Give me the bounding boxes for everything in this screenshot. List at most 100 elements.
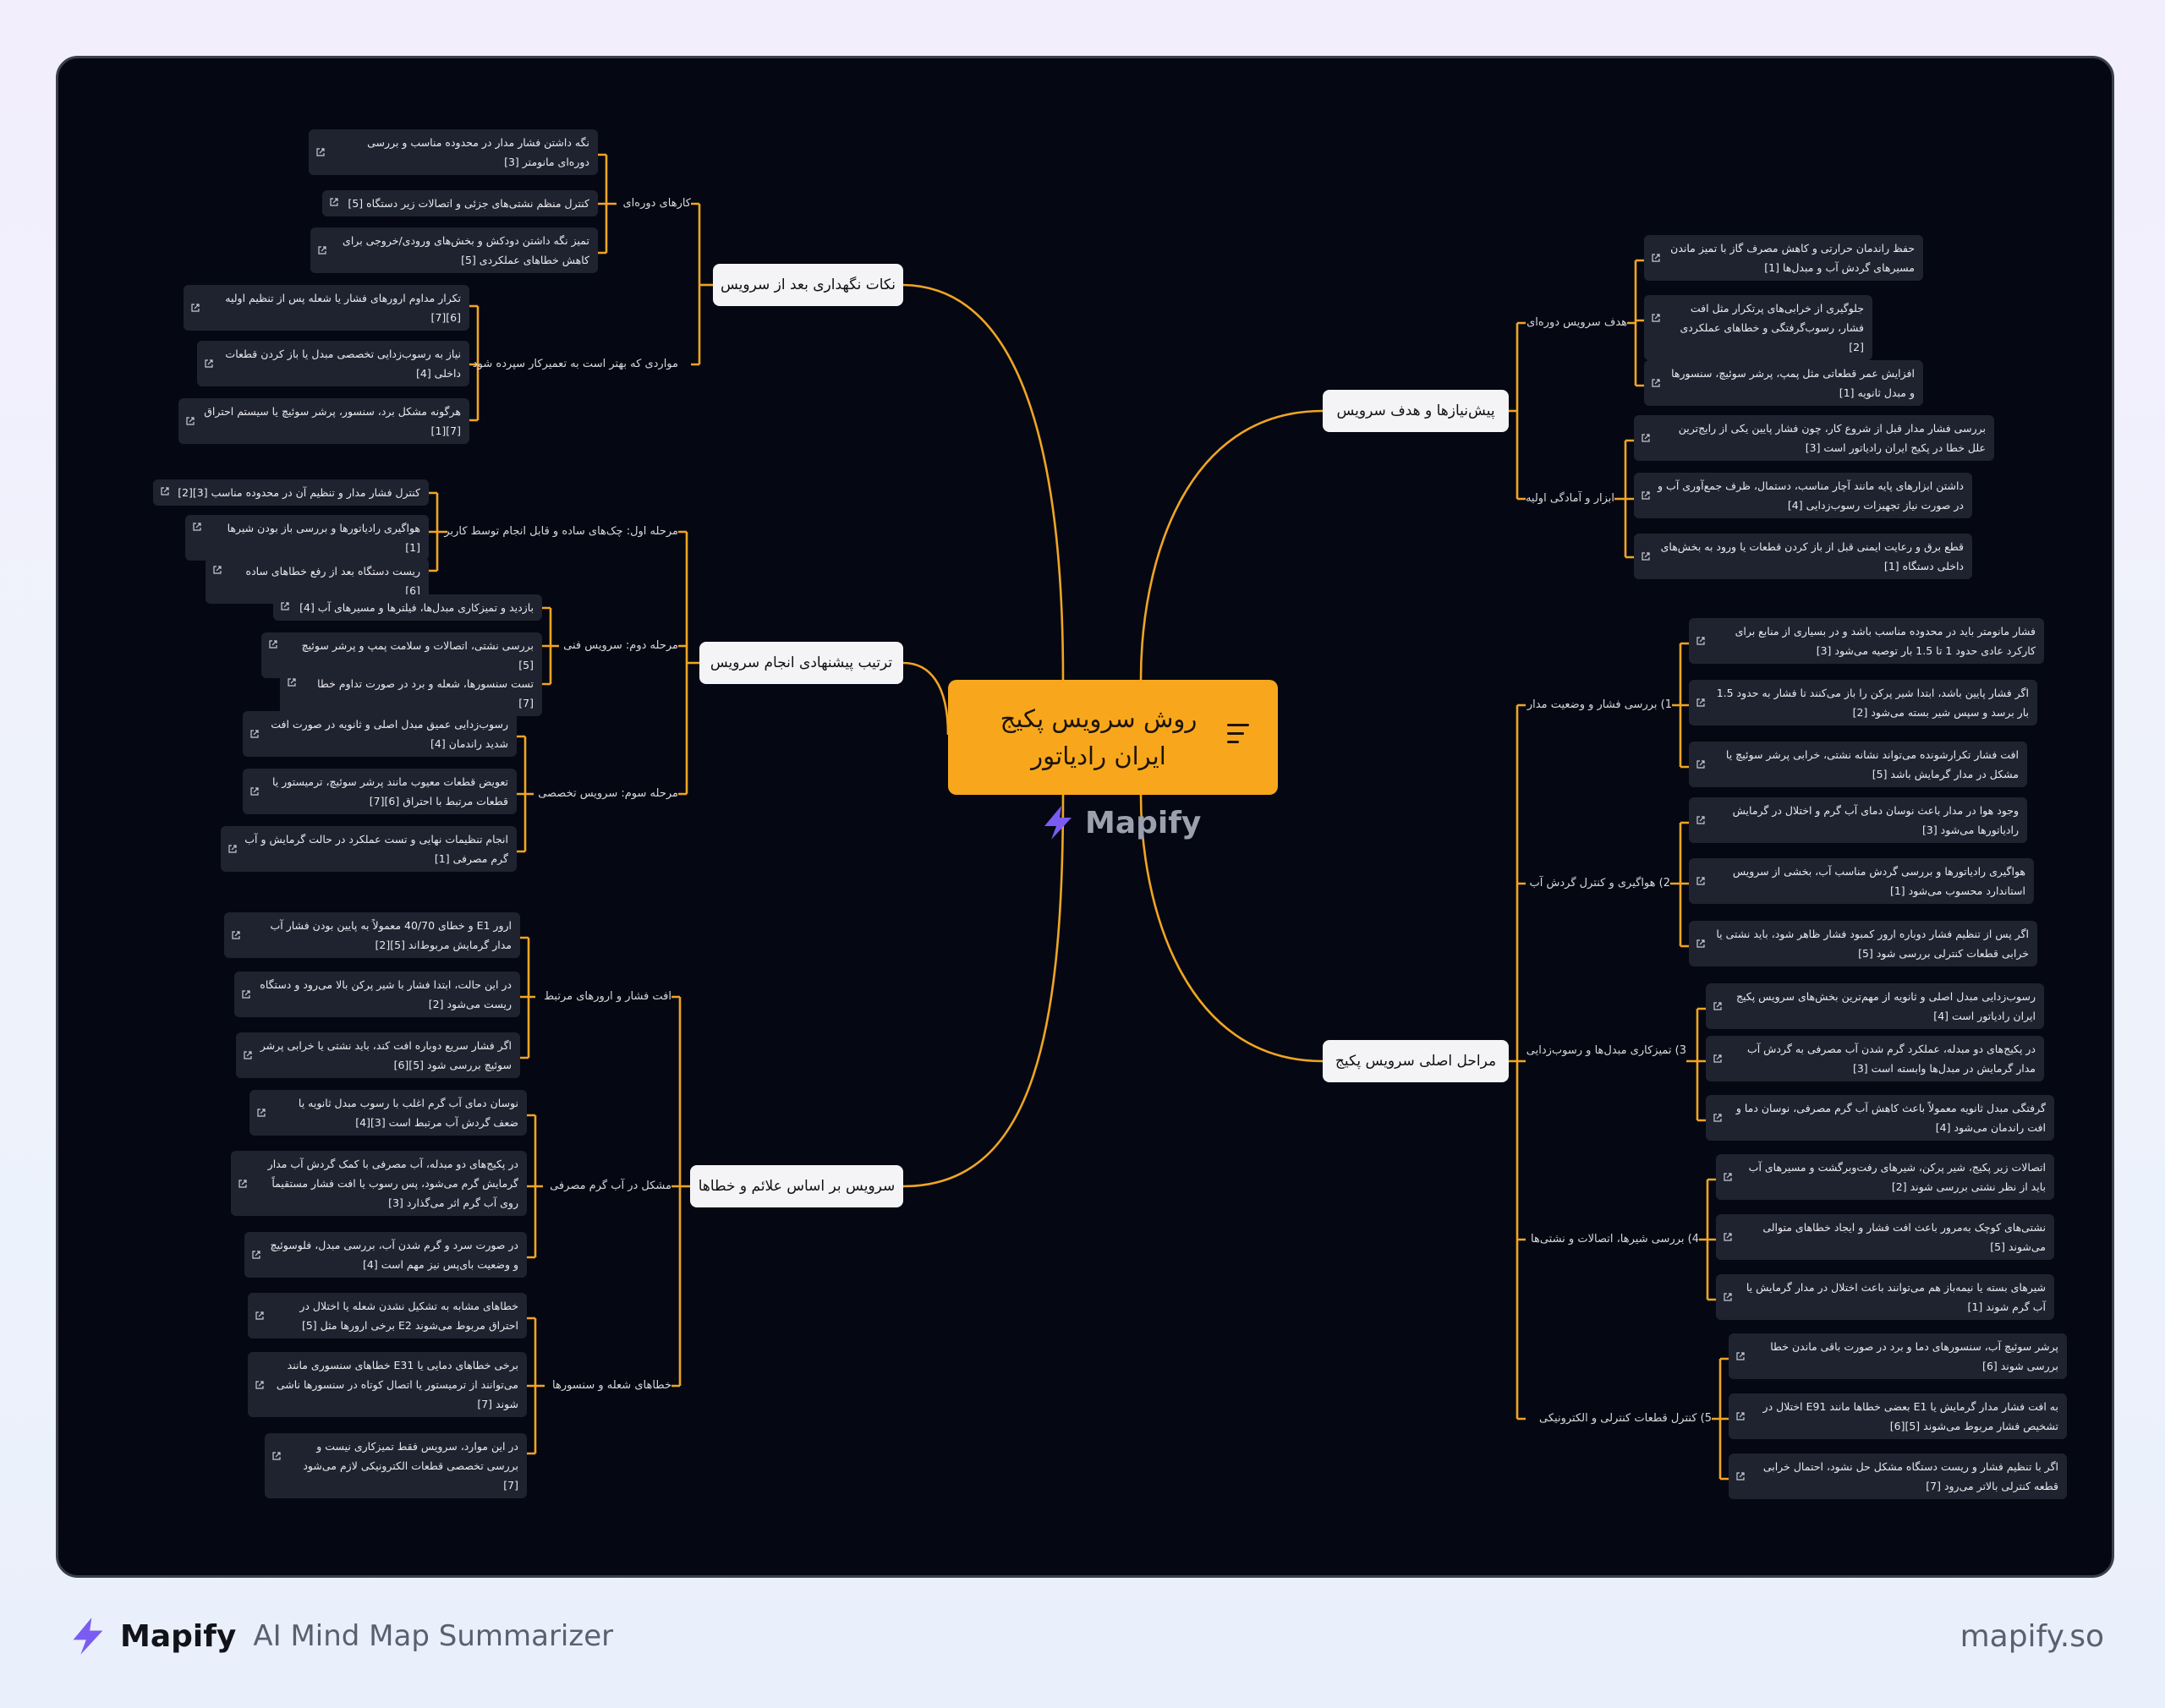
leaf-node[interactable]: برخی خطاهای دمایی یا E31 خطاهای سنسوری م… — [248, 1352, 527, 1417]
leaf-node[interactable]: بررسی فشار مدار قبل از شروع کار، چون فشا… — [1634, 415, 1994, 461]
external-link-icon[interactable] — [1696, 877, 1705, 885]
external-link-icon[interactable] — [250, 730, 259, 738]
leaf-node[interactable]: در صورت سرد و گرم شدن آب، بررسی مبدل، فل… — [244, 1232, 527, 1278]
external-link-icon[interactable] — [1652, 379, 1660, 387]
footer-url-link[interactable]: mapify.so — [1959, 1619, 2104, 1654]
leaf-node[interactable]: رسوب‌زدایی مبدل اصلی و ثانویه از مهم‌تری… — [1706, 983, 2044, 1029]
leaf-node[interactable]: بازدید و تمیزکاری مبدل‌ها، فیلترها و مسی… — [273, 594, 542, 621]
external-link-icon[interactable] — [1736, 1352, 1745, 1360]
external-link-icon[interactable] — [252, 1251, 260, 1259]
leaf-node[interactable]: در پکیج‌های دو مبدله، عملکرد گرم شدن آب … — [1706, 1036, 2044, 1081]
external-link-icon[interactable] — [1642, 552, 1650, 561]
external-link-icon[interactable] — [205, 359, 213, 368]
external-link-icon[interactable] — [193, 523, 201, 531]
branch-main-steps[interactable]: مراحل اصلی سرویس پکیج — [1323, 1040, 1509, 1082]
external-link-icon[interactable] — [318, 246, 326, 255]
leaf-node[interactable]: تکرار مداوم ارورهای فشار یا شعله پس از ت… — [184, 285, 469, 331]
branch-prerequisites[interactable]: پیش‌نیازها و هدف سرویس — [1323, 390, 1509, 432]
external-link-icon[interactable] — [1696, 637, 1705, 645]
external-link-icon[interactable] — [257, 1109, 266, 1117]
leaf-node[interactable]: اگر با تنظیم فشار و ریست دستگاه مشکل حل … — [1729, 1453, 2067, 1499]
external-link-icon[interactable] — [1724, 1173, 1732, 1181]
leaf-node[interactable]: وجود هوا در مدار باعث نوسان دمای آب گرم … — [1689, 797, 2027, 843]
external-link-icon[interactable] — [238, 1180, 247, 1188]
external-link-icon[interactable] — [250, 787, 259, 796]
leaf-node[interactable]: ارور E1 و خطای 40/70 معمولاً به پایین بو… — [224, 912, 520, 958]
external-link-icon[interactable] — [228, 845, 237, 853]
footer-logo[interactable]: Mapify AI Mind Map Summarizer — [68, 1615, 613, 1657]
leaf-node[interactable]: نیاز به رسوب‌زدایی تخصصی مبدل یا باز کرد… — [197, 341, 469, 386]
external-link-icon[interactable] — [1696, 816, 1705, 824]
leaf-node[interactable]: رسوب‌زدایی عمیق مبدل اصلی و ثانویه در صو… — [243, 711, 517, 757]
external-link-icon[interactable] — [161, 487, 169, 495]
topic-step-3[interactable]: مرحله سوم: سرویس تخصصی — [534, 786, 678, 802]
topic-step-descaling[interactable]: 3) تمیزکاری مبدل‌ها و رسوب‌زدایی — [1526, 1043, 1686, 1059]
leaf-node[interactable]: هرگونه مشکل برد، سنسور، پرشر سوئیچ یا سی… — [178, 398, 469, 444]
leaf-node[interactable]: کنترل فشار مدار و تنظیم آن در محدوده منا… — [153, 479, 429, 506]
external-link-icon[interactable] — [1736, 1412, 1745, 1421]
external-link-icon[interactable] — [1724, 1293, 1732, 1301]
branch-symptoms[interactable]: سرویس بر اساس علائم و خطاها — [690, 1165, 903, 1207]
external-link-icon[interactable] — [191, 304, 200, 312]
branch-service-order[interactable]: ترتیب پیشنهادی انجام سرویس — [699, 642, 903, 684]
external-link-icon[interactable] — [1642, 434, 1650, 442]
leaf-node[interactable]: در این حالت، ابتدا فشار با شیر پرکن بالا… — [234, 972, 520, 1017]
external-link-icon[interactable] — [186, 417, 195, 425]
topic-periodic-tasks[interactable]: کارهای دوره‌ای — [617, 195, 692, 212]
external-link-icon[interactable] — [330, 198, 338, 206]
leaf-node[interactable]: نوسان دمای آب گرم اغلب با رسوب مبدل ثانو… — [249, 1090, 527, 1136]
external-link-icon[interactable] — [1696, 939, 1705, 948]
root-node[interactable]: روش سرویس پکیج ایران رادیاتور — [948, 680, 1278, 795]
topic-hot-water[interactable]: مشکل در آب گرم مصرفی — [543, 1178, 671, 1195]
external-link-icon[interactable] — [1652, 314, 1660, 322]
external-link-icon[interactable] — [255, 1381, 264, 1389]
leaf-node[interactable]: قطع برق و رعایت ایمنی قبل از باز کردن قط… — [1634, 534, 1972, 579]
external-link-icon[interactable] — [213, 566, 222, 574]
leaf-node[interactable]: پرشر سوئیچ آب، سنسورهای دما و برد در صور… — [1729, 1333, 2067, 1379]
external-link-icon[interactable] — [281, 602, 289, 610]
external-link-icon[interactable] — [1642, 491, 1650, 500]
external-link-icon[interactable] — [232, 931, 240, 939]
leaf-node[interactable]: شیرهای بسته یا نیمه‌باز هم می‌توانند باع… — [1716, 1274, 2054, 1320]
leaf-node[interactable]: اگر پس از تنظیم فشار دوباره ارور کمبود ف… — [1689, 921, 2037, 966]
menu-icon[interactable] — [1227, 724, 1249, 749]
topic-step-air-bleed[interactable]: 2) هواگیری و کنترل گردش آب — [1526, 875, 1670, 892]
topic-step-valves[interactable]: 4) بررسی شیرها، اتصالات و نشتی‌ها — [1526, 1231, 1699, 1248]
leaf-node[interactable]: جلوگیری از خرابی‌های پرتکرار مثل افت فشا… — [1644, 295, 1872, 360]
external-link-icon[interactable] — [1713, 1114, 1722, 1122]
topic-step-controls[interactable]: 5) کنترل قطعات کنترلی و الکترونیکی — [1526, 1410, 1712, 1427]
leaf-node[interactable]: حفظ راندمان حرارتی و کاهش مصرف گاز با تم… — [1644, 235, 1923, 281]
topic-tools[interactable]: ابزار و آمادگی اولیه — [1526, 490, 1614, 507]
external-link-icon[interactable] — [1713, 1002, 1722, 1010]
topic-technician[interactable]: مواردی که بهتر است به تعمیرکار سپرده شود — [473, 356, 678, 373]
topic-step-2[interactable]: مرحله دوم: سرویس فنی — [559, 638, 678, 654]
topic-step-pressure[interactable]: 1) بررسی فشار و وضعیت مدار — [1526, 697, 1672, 714]
external-link-icon[interactable] — [1736, 1472, 1745, 1481]
external-link-icon[interactable] — [272, 1452, 281, 1460]
leaf-node[interactable]: هواگیری رادیاتورها و بررسی باز بودن شیره… — [185, 515, 429, 561]
leaf-node[interactable]: نشتی‌های کوچک به‌مرور باعث افت فشار و ای… — [1716, 1214, 2054, 1260]
leaf-node[interactable]: در پکیج‌های دو مبدله، آب مصرفی با کمک گر… — [231, 1151, 527, 1216]
topic-step-1[interactable]: مرحله اول: چک‌های ساده و قابل انجام توسط… — [444, 523, 678, 540]
leaf-node[interactable]: تعویض قطعات معیوب مانند پرشر سوئیچ، ترمی… — [243, 769, 517, 814]
leaf-node[interactable]: خطاهای مشابه به تشکیل نشدن شعله یا اختلا… — [248, 1293, 527, 1338]
external-link-icon[interactable] — [269, 640, 277, 649]
topic-pressure-errors[interactable]: افت فشار و ارورهای مرتبط — [535, 988, 671, 1005]
external-link-icon[interactable] — [1652, 254, 1660, 262]
topic-service-goal[interactable]: هدف سرویس دوره‌ای — [1526, 315, 1627, 331]
leaf-node[interactable]: اتصالات زیر پکیج، شیر پرکن، شیرهای رفت‌و… — [1716, 1154, 2054, 1200]
external-link-icon[interactable] — [1724, 1233, 1732, 1241]
external-link-icon[interactable] — [316, 148, 325, 156]
leaf-node[interactable]: در این موارد، سرویس فقط تمیزکاری نیست و … — [265, 1433, 527, 1498]
external-link-icon[interactable] — [242, 990, 250, 999]
external-link-icon[interactable] — [288, 678, 296, 687]
leaf-node[interactable]: هواگیری رادیاتورها و بررسی گردش مناسب آب… — [1689, 858, 2034, 904]
branch-maintenance[interactable]: نکات نگهداری بعد از سرویس — [713, 264, 903, 306]
leaf-node[interactable]: افزایش عمر قطعاتی مثل پمپ، پرشر سوئیچ، س… — [1644, 360, 1923, 406]
leaf-node[interactable]: اگر فشار پایین باشد، ابتدا شیر پرکن را ب… — [1689, 680, 2037, 725]
leaf-node[interactable]: فشار مانومتر باید در محدوده مناسب باشد و… — [1689, 618, 2044, 664]
leaf-node[interactable]: به افت فشار مدار گرمایش یا E1 بعضی خطاها… — [1729, 1393, 2067, 1439]
leaf-node[interactable]: کنترل منظم نشتی‌های جزئی و اتصالات زیر د… — [322, 190, 598, 216]
leaf-node[interactable]: انجام تنظیمات نهایی و تست عملکرد در حالت… — [221, 826, 517, 872]
leaf-node[interactable]: داشتن ابزارهای پایه مانند آچار مناسب، دس… — [1634, 473, 1972, 518]
